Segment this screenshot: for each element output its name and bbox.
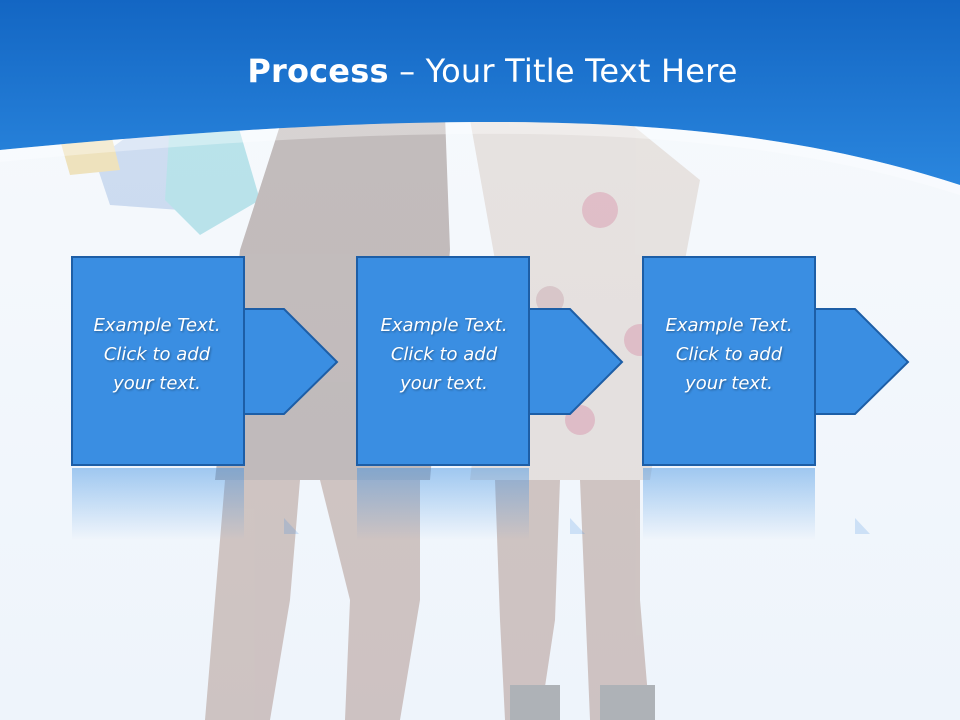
process-diagram xyxy=(71,256,910,540)
step-1-line-1: Example Text. xyxy=(93,315,221,336)
process-step-2-text[interactable]: Example Text. Click to add your text. xyxy=(359,311,529,398)
process-box-1 xyxy=(71,256,245,466)
process-step-1-text[interactable]: Example Text. Click to add your text. xyxy=(72,311,242,398)
step-2-line-3: your text. xyxy=(400,373,488,394)
title-rest: Your Title Text Here xyxy=(425,52,738,90)
process-step-3-text[interactable]: Example Text. Click to add your text. xyxy=(644,311,814,398)
step-2-line-1: Example Text. xyxy=(380,315,508,336)
step-3-line-1: Example Text. xyxy=(665,315,793,336)
step-3-line-2: Click to add xyxy=(675,344,783,365)
header-band xyxy=(0,0,960,185)
process-box-2 xyxy=(356,256,530,466)
step-2-line-2: Click to add xyxy=(390,344,498,365)
step-3-line-3: your text. xyxy=(685,373,773,394)
step-1-line-2: Click to add xyxy=(103,344,211,365)
slide-title[interactable]: Process – Your Title Text Here xyxy=(0,52,960,90)
step-1-line-3: your text. xyxy=(113,373,201,394)
title-bold: Process xyxy=(247,52,389,90)
process-box-3 xyxy=(642,256,816,466)
title-dash: – xyxy=(388,52,426,90)
